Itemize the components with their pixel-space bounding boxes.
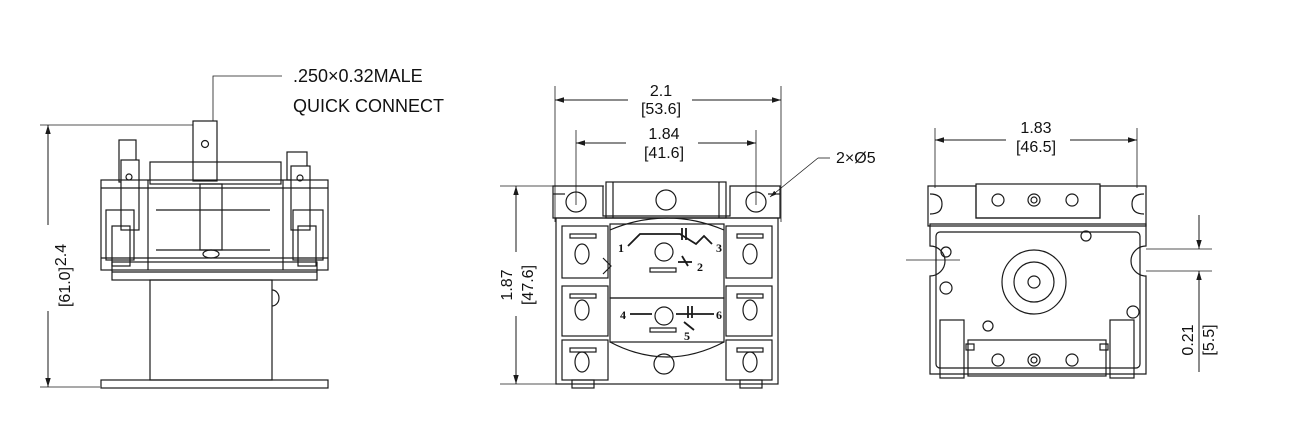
front-hole-spacing-mm: [41.6] [644, 145, 684, 162]
side-height-mm: [61.0] [57, 267, 74, 307]
terminal-3: 3 [716, 241, 722, 255]
front-height-mm: [47.6] [520, 265, 537, 305]
callout-line2: QUICK CONNECT [293, 96, 444, 116]
front-view: 2.1 [53.6] 1.84 [41.6] 2×Ø5 1.87 [47.6] [496, 76, 876, 389]
front-height-in: 1.87 [499, 269, 516, 300]
terminal-6: 6 [716, 308, 722, 322]
rear-slot-mm: [5.5] [1201, 324, 1218, 355]
front-width-mm: [53.6] [641, 101, 681, 118]
callout-line1: .250×0.32MALE [293, 66, 423, 86]
rear-width-in: 1.83 [1020, 120, 1051, 137]
front-width-in: 2.1 [650, 83, 672, 100]
terminal-1: 1 [618, 241, 624, 255]
terminal-5: 5 [684, 329, 690, 343]
side-view: .250×0.32MALE QUICK CONNECT [38, 66, 444, 389]
terminal-4: 4 [620, 308, 626, 322]
terminal-2: 2 [697, 260, 703, 274]
hole-callout: 2×Ø5 [836, 150, 876, 167]
rear-width-mm: [46.5] [1016, 139, 1056, 156]
front-hole-spacing-in: 1.84 [648, 126, 679, 143]
side-height-in: 2.4 [53, 244, 70, 266]
rear-view: 1.83 [46.5] [906, 116, 1218, 379]
top-terminal [192, 120, 218, 182]
rear-slot-in: 0.21 [1180, 324, 1197, 355]
callout-leader [212, 75, 282, 121]
